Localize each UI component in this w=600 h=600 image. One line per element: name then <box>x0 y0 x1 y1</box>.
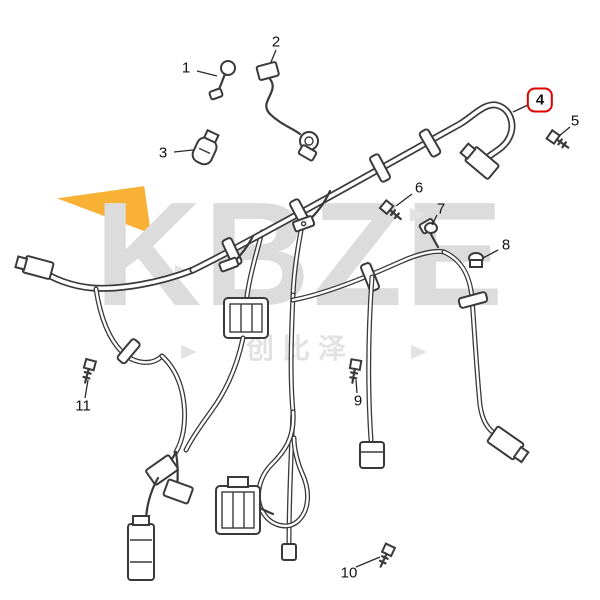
part-5-bolt <box>545 128 570 149</box>
part-6-bolt <box>378 198 402 221</box>
callout-9[interactable]: 9 <box>353 392 363 410</box>
right-end-connector <box>486 425 530 464</box>
harness-clamp <box>418 128 442 158</box>
mount-bracket <box>292 215 316 233</box>
watermark-arrow-icon <box>410 208 426 222</box>
callout-2[interactable]: 2 <box>271 33 281 51</box>
branch-connector <box>145 454 179 486</box>
callout-leader-lines <box>84 49 571 568</box>
part-2-jumper-wire <box>255 61 319 162</box>
multi-pin-connector-upper <box>223 297 269 339</box>
watermark-arrow-icon <box>411 345 427 359</box>
callout-8[interactable]: 8 <box>501 236 511 254</box>
watermark-arrow-icon <box>181 345 197 359</box>
harness-clamp <box>457 291 489 309</box>
callout-3[interactable]: 3 <box>158 144 168 162</box>
part-1-clip <box>208 60 236 101</box>
multi-pin-connector-lower <box>215 476 261 535</box>
harness-clamp <box>116 338 141 365</box>
part-9-bolt <box>348 358 363 384</box>
branch-connector <box>162 478 194 505</box>
bottom-stub-connector <box>281 543 297 561</box>
harness-clamp <box>369 153 391 183</box>
callout-11[interactable]: 11 <box>75 397 91 415</box>
callout-4-highlighted[interactable]: 4 <box>526 87 554 113</box>
harness-main-assembly <box>14 60 570 581</box>
left-end-connector <box>14 255 55 280</box>
callout-1[interactable]: 1 <box>181 59 191 77</box>
part-3-clamp <box>191 128 220 166</box>
part-8-nut <box>468 252 484 268</box>
callout-7[interactable]: 7 <box>436 200 446 218</box>
part-7-clip <box>424 222 438 234</box>
part-11-bolt <box>82 357 98 384</box>
callout-10[interactable]: 10 <box>340 564 358 582</box>
mount-bracket <box>218 256 240 273</box>
harness-item4-connector <box>459 142 500 180</box>
callout-5[interactable]: 5 <box>570 112 580 130</box>
bottom-left-connector <box>127 515 155 581</box>
callout-6[interactable]: 6 <box>414 179 424 197</box>
mid-branch-connector <box>359 441 385 469</box>
part-10-bolt <box>378 542 397 568</box>
